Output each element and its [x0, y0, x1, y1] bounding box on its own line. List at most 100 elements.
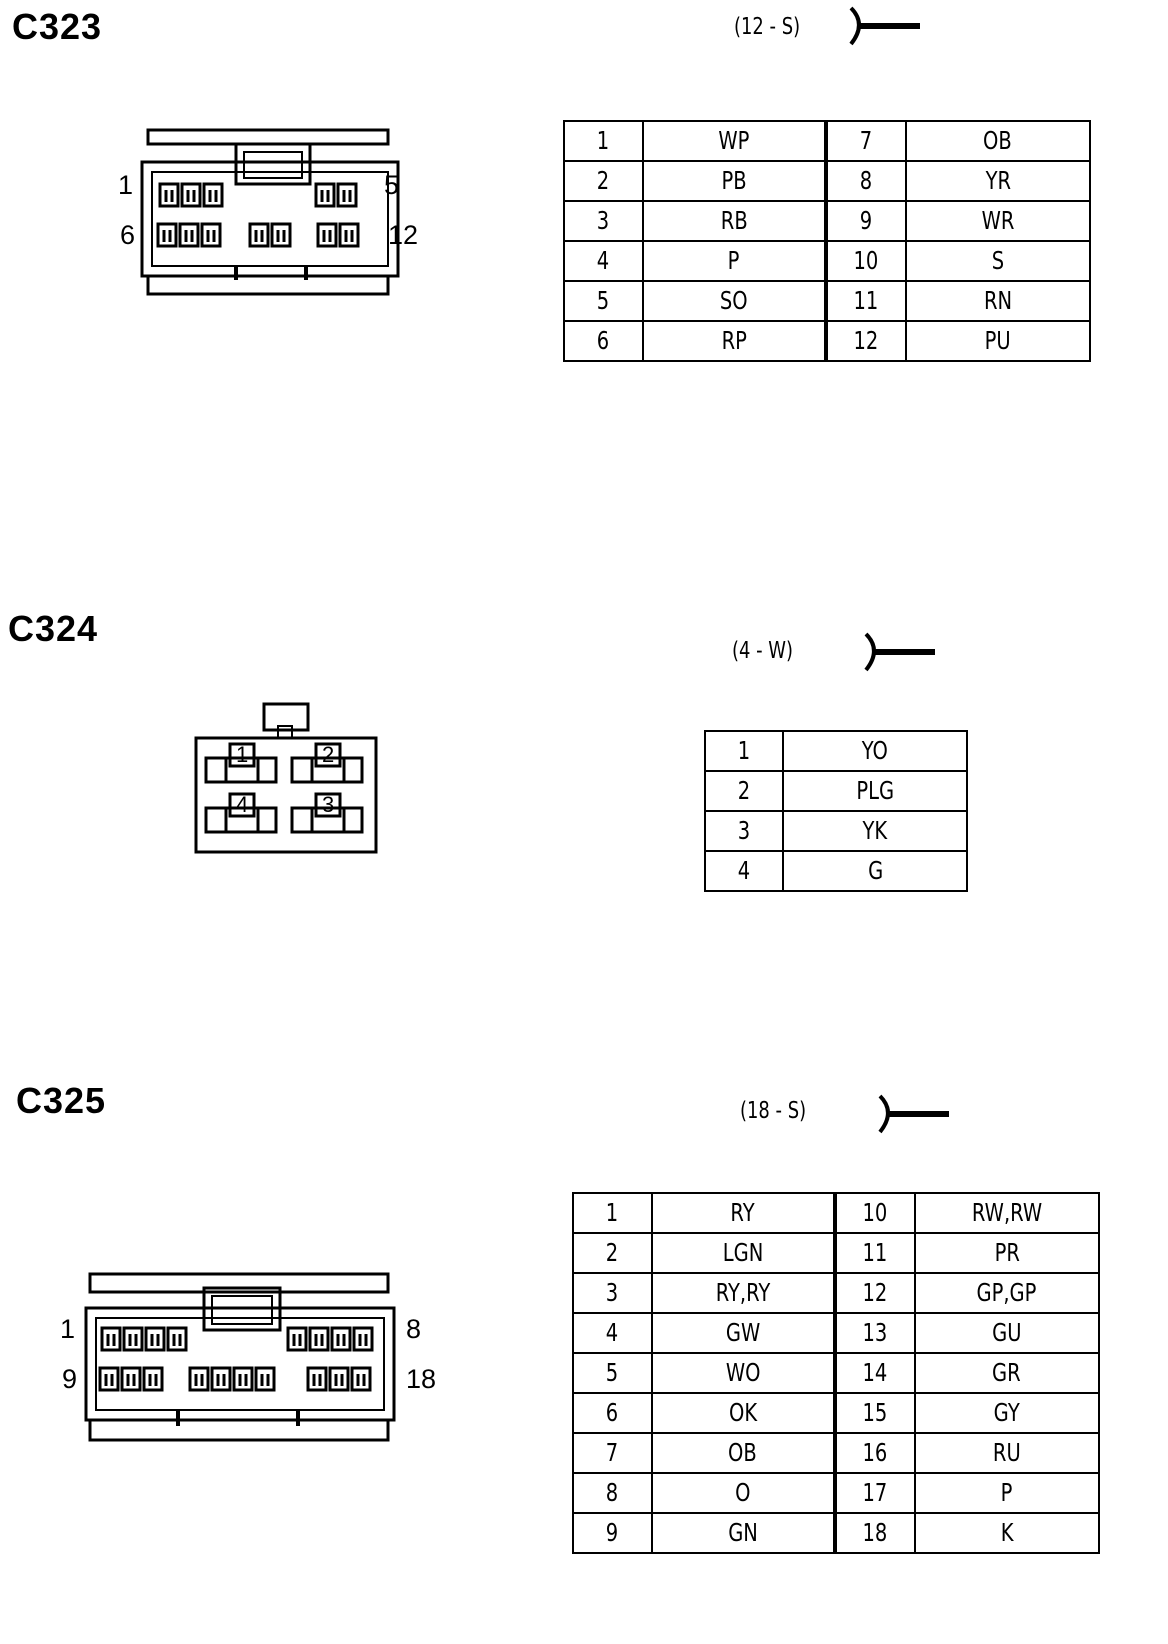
connector-spec-c325: (18 - S) [740, 1098, 807, 1124]
wire-color: PB [721, 166, 747, 195]
pin-number: 9 [860, 206, 873, 235]
pin-number-cell: 2 [563, 160, 644, 202]
pin-number: 17 [862, 1478, 888, 1507]
face-label: 6 [120, 220, 136, 250]
pin-number-cell: 4 [572, 1312, 653, 1354]
pin-number-cell: 3 [703, 810, 785, 852]
wire-color-cell: P [913, 1472, 1101, 1514]
pin-number: 16 [862, 1438, 888, 1467]
pin-number-cell: 8 [823, 160, 907, 202]
pin-number: 3 [597, 206, 610, 235]
pin-number: 3 [737, 816, 751, 845]
table-row: 2 LGN 11 PR [572, 1232, 1101, 1274]
pin-number: 9 [606, 1518, 619, 1547]
pin-number: 8 [606, 1478, 619, 1507]
pin-number: 7 [860, 126, 873, 155]
face-label: 18 [406, 1364, 437, 1394]
wire-color: RB [720, 206, 748, 235]
face-label: 4 [236, 792, 249, 817]
wire-color-cell: RB [641, 200, 827, 242]
wire-color-cell: YK [782, 810, 968, 852]
connector-face-c323 [118, 126, 438, 303]
pin-number: 5 [597, 286, 610, 315]
wire-color-cell: WR [904, 200, 1092, 242]
table-row: 1 WP 7 OB [563, 120, 1092, 162]
pin-number: 7 [606, 1438, 619, 1467]
pin-number: 11 [862, 1238, 888, 1267]
pin-number-cell: 5 [563, 280, 644, 322]
wire-color-cell: K [913, 1512, 1101, 1554]
wire-color: OB [983, 126, 1013, 155]
pin-number: 13 [862, 1318, 888, 1347]
wire-color: PU [984, 326, 1011, 355]
wire-color-cell: RP [641, 320, 827, 362]
wire-color-cell: OB [904, 120, 1092, 162]
wire-color: O [735, 1478, 751, 1507]
wire-color-cell: RY [650, 1192, 836, 1234]
pin-number-cell: 16 [832, 1432, 916, 1474]
wire-color-cell: GP,GP [913, 1272, 1101, 1314]
face-label: 2 [322, 742, 335, 767]
pin-number: 1 [737, 736, 751, 765]
face-label: 9 [62, 1364, 78, 1394]
connector-title-c324: C324 [8, 608, 99, 649]
wire-color: K [1000, 1518, 1014, 1547]
wire-color-cell: OK [650, 1392, 836, 1434]
wire-color: LGN [722, 1238, 764, 1267]
pin-number-cell: 7 [572, 1432, 653, 1474]
pin-number: 6 [597, 326, 610, 355]
face-label: 5 [384, 170, 400, 200]
wire-color: WP [718, 126, 750, 155]
pin-number-cell: 3 [563, 200, 644, 242]
wire-color: RW,RW [971, 1198, 1042, 1227]
pin-number: 2 [606, 1238, 619, 1267]
connector-face-c325 [66, 1270, 416, 1451]
pin-number-cell: 1 [703, 730, 785, 772]
pin-number-cell: 5 [572, 1352, 653, 1394]
pin-number: 3 [606, 1278, 619, 1307]
pin-number-cell: 10 [832, 1192, 916, 1234]
wire-color-cell: WP [641, 120, 827, 162]
pin-number-cell: 6 [563, 320, 644, 362]
wire-color: YR [985, 166, 1011, 195]
wire-color-cell: PR [913, 1232, 1101, 1274]
wire-color-cell: PLG [782, 770, 968, 812]
wire-color: GP,GP [976, 1278, 1037, 1307]
pin-number: 1 [597, 126, 610, 155]
face-label: 1 [236, 742, 249, 767]
wire-color-cell: G [782, 850, 968, 892]
pin-number-cell: 9 [572, 1512, 653, 1554]
face-label: 3 [322, 792, 335, 817]
pin-number: 15 [862, 1398, 888, 1427]
pin-number-cell: 2 [572, 1232, 653, 1274]
wire-color-cell: RY,RY [650, 1272, 836, 1314]
pin-number: 4 [606, 1318, 619, 1347]
wire-color: RY [730, 1198, 755, 1227]
table-row: 3 RB 9 WR [563, 200, 1092, 242]
wire-color: RY,RY [715, 1278, 771, 1307]
wire-color: OK [728, 1398, 757, 1427]
wire-color-cell: RW,RW [913, 1192, 1101, 1234]
pin-number: 18 [862, 1518, 888, 1547]
pin-number: 1 [606, 1198, 619, 1227]
wire-color: YK [862, 816, 888, 845]
pin-number-cell: 13 [832, 1312, 916, 1354]
wire-color-cell: YR [904, 160, 1092, 202]
wire-color: WR [981, 206, 1015, 235]
wire-color-cell: GU [913, 1312, 1101, 1354]
wire-color: GR [992, 1358, 1022, 1387]
wire-color: RN [983, 286, 1012, 315]
wire-color-cell: GY [913, 1392, 1101, 1434]
female-terminal-icon [878, 1094, 949, 1134]
table-row: 8 O 17 P [572, 1472, 1101, 1514]
pin-number-cell: 1 [572, 1192, 653, 1234]
wire-color-cell: PU [904, 320, 1092, 362]
wire-color: S [991, 246, 1005, 275]
